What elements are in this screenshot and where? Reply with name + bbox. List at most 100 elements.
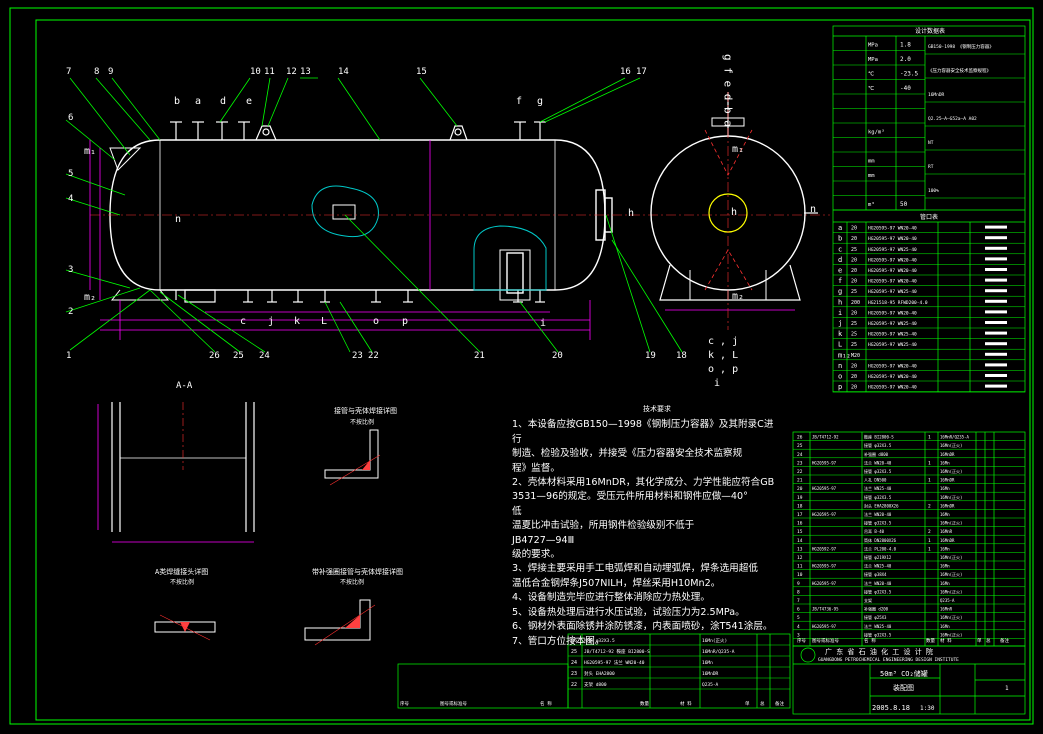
weld-detail-3 [304, 599, 376, 646]
bom-row-material: 16MnDR [940, 478, 955, 483]
nozzle-code: o [838, 373, 842, 381]
bom-row-no: 24 [797, 452, 803, 458]
nozzle-letter-b: b [174, 96, 180, 107]
nozzle-size: 25 [851, 342, 857, 348]
bom-row-material: 16Mn(正火) [940, 572, 962, 577]
bom-row-material: 16MnR [940, 607, 953, 612]
bom-bottom-material: Q235-A [702, 682, 719, 688]
nozzle-code: i [838, 309, 842, 317]
callout-3: 3 [68, 265, 73, 275]
note-line: 3、焊接主要采用手工电弧焊和自动埋弧焊，焊条选用超低 [512, 563, 758, 575]
nozzle-letter-e: e [246, 96, 252, 107]
design-row-value: -40 [900, 85, 911, 92]
bom-row-name: 接管 φ32X3.5 [864, 588, 892, 594]
bom-bottom-name: 接管 φ32X3.5 [584, 637, 615, 644]
bom-row-no: 21 [797, 478, 803, 484]
side-bottom-labels: c , j k , L o , p i [708, 336, 738, 389]
bom-bottom-material: 16MnDR [702, 671, 719, 677]
detail-title-3: 带补强圈接管与壳体焊接详图 [312, 567, 403, 576]
nozzle-standard: HG20595-97 WN20-40 [868, 310, 917, 316]
nozzle-letters: b a d e f g c j k L o p m₁ m₂ n h i h m₁… [84, 96, 816, 329]
nozzle-fill-mark [985, 289, 1007, 293]
bom-row-name: 接管 φ32X3.5 [864, 468, 892, 474]
bom-bottom-table [397, 633, 791, 709]
bom-row-name: 法兰 WN25-40 [864, 623, 892, 629]
nozzle-fill-mark [985, 352, 1007, 356]
nozzle-size: 20 [851, 268, 857, 274]
bom-row-std: JB/T4736-95 [812, 607, 839, 612]
callout-21: 21 [474, 351, 485, 361]
bom-row-material: 16Mn(正火) [940, 589, 962, 594]
company-name-en: GUANGDONG PETROCHEMICAL ENGINEERING DESI… [818, 657, 959, 663]
bom-row-qty: 1 [928, 546, 931, 552]
bom-row-name: 吊耳 B-40 [864, 529, 885, 534]
nozzle-size: 25 [851, 332, 857, 338]
detail-title-2: A类焊缝接头详图 [155, 567, 208, 576]
nozzle-letter-o: o [373, 316, 379, 327]
callout-22: 22 [368, 351, 379, 361]
side-label-cj: c , j [708, 336, 738, 347]
dimension-lines [89, 140, 800, 340]
nozzle-code: b [838, 235, 842, 243]
nozzle-fill-mark [985, 225, 1007, 229]
bom-row-name: 法兰 WN20-40 [864, 511, 892, 517]
nozzle-standard: HG20595-97 WN20-40 [868, 236, 917, 242]
support-bracket [109, 147, 142, 171]
bom-header-cell: 序号 [797, 637, 806, 644]
bom-row-name: 法兰 PL200-4.0 [864, 545, 897, 551]
label-m2: m₂ [84, 292, 96, 303]
nozzle-fill-mark [985, 363, 1007, 367]
nozzle-code: h [838, 298, 842, 306]
bom-bottom-header-cell: 单 [745, 700, 750, 707]
bom-header-cell: 单 [977, 637, 982, 644]
bom-bottom-header-cell: 名 称 [540, 700, 552, 707]
bom-row-name: 接管 φ32X3.5 [864, 442, 892, 448]
bom-header-cell: 材 料 [940, 637, 952, 644]
callout-17: 17 [636, 67, 647, 77]
nozzle-size: 25 [851, 247, 857, 253]
label-m1: m₁ [84, 146, 96, 157]
callout-16: 16 [620, 67, 631, 77]
weld-detail-2 [154, 614, 216, 641]
callout-6: 6 [68, 113, 73, 123]
bom-row-material: 16Mn(正火) [940, 555, 962, 560]
bom-row-material: Q235-A [940, 598, 955, 603]
nozzle-standard: HG20595-97 WN20-40 [868, 385, 917, 391]
nozzle-fill-mark [985, 236, 1007, 240]
nozzle-fill-mark [985, 321, 1007, 324]
label-n: n [175, 214, 181, 225]
bom-bottom-name: 支架 d800 [584, 681, 607, 688]
manway-outline [311, 185, 547, 291]
bom-row-material: 16Mn(正火) [940, 632, 962, 637]
side-label-i: i [714, 378, 720, 389]
nozzle-fill-mark [985, 310, 1007, 314]
callout-8: 8 [94, 67, 99, 77]
note-line: JB4727—94Ⅲ [512, 534, 575, 546]
design-row-unit: mm [868, 173, 875, 179]
note-line: 6、钢材外表面除锈并涂防锈漆，内表面喷砂，涂T541涂层。 [512, 621, 773, 633]
callout-20: 20 [552, 351, 563, 361]
nozzle-size: 20 [851, 279, 857, 285]
callout-12: 12 [286, 67, 297, 77]
bom-row-qty: 1 [928, 478, 931, 484]
design-right-text: GB150-1998 《钢制压力容器》 [928, 43, 994, 50]
nozzle-fill-mark [985, 384, 1007, 388]
bom-row-material: 16MnR [940, 529, 953, 534]
callout-18: 18 [676, 351, 687, 361]
nozzle-code: g [838, 288, 842, 296]
label-m2-side: m₂ [732, 291, 744, 302]
bom-row-material: 16Mn [940, 460, 950, 465]
drawing-scale: 1:30 [920, 705, 935, 712]
bottom-nozzles [175, 289, 545, 303]
callout-15: 15 [416, 67, 427, 77]
bom-header-cell: 备注 [1000, 637, 1009, 644]
bom-row-no: 13 [797, 546, 803, 552]
bom-row-material: 16MnR/Q235-A [940, 435, 969, 440]
side-label-op: o , p [708, 364, 738, 375]
bom-row-material: 16Mn(正火) [940, 469, 962, 474]
design-row-value: -23.5 [900, 71, 918, 78]
callout-7: 7 [66, 67, 71, 77]
bom-row-name: 接管 φ25X3 [864, 614, 887, 620]
design-row-unit: ℃ [868, 86, 875, 92]
note-line: 低 [512, 505, 522, 517]
